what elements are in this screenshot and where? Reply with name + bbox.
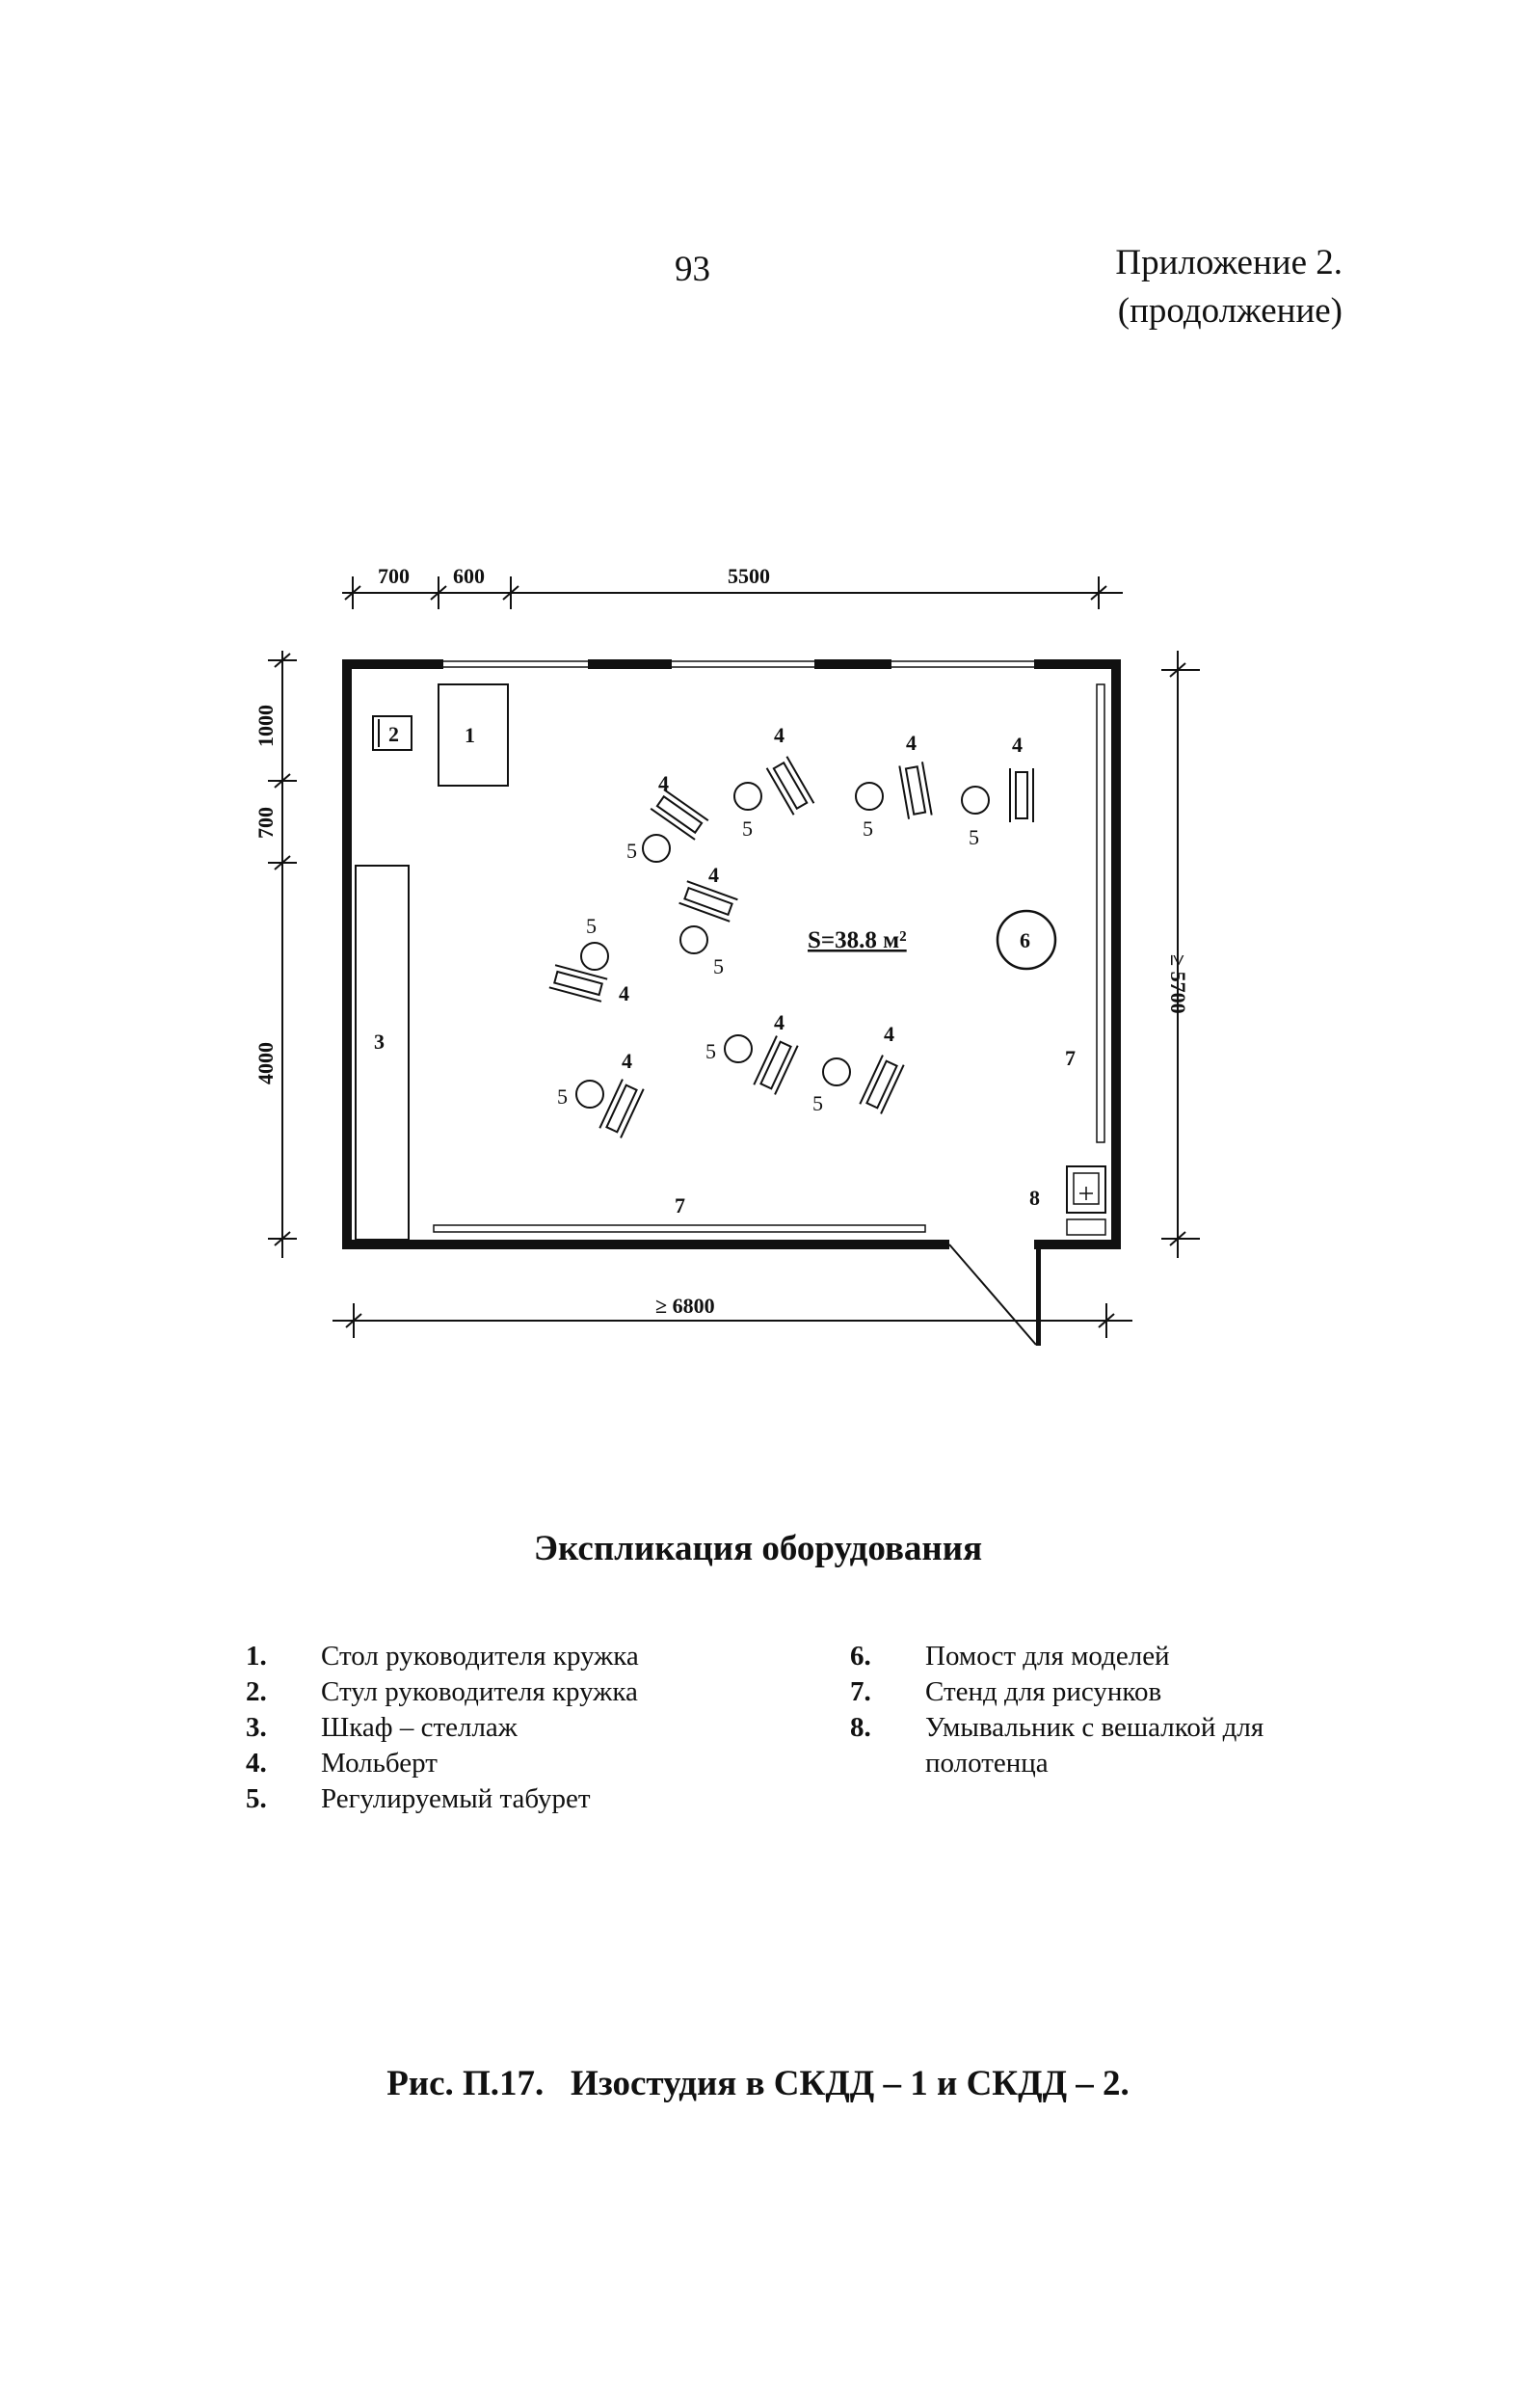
dimension-top	[342, 576, 1123, 609]
label-easel: 4	[619, 981, 629, 1005]
legend-left-column: 1.Стол руководителя кружка 2.Стул руково…	[246, 1639, 639, 1817]
label-easel: 4	[708, 863, 719, 887]
label-stand-bottom: 7	[675, 1193, 685, 1217]
stool	[575, 782, 990, 1109]
legend-item: 6.Помост для моделей	[850, 1641, 1170, 1672]
legend-item: 7.Стенд для рисунков	[850, 1676, 1162, 1707]
windows	[443, 660, 1034, 668]
sink	[1066, 1165, 1106, 1214]
label-stool: 5	[969, 825, 979, 849]
label-podium: 6	[1020, 928, 1030, 952]
legend-right-column: 6.Помост для моделей 7.Стенд для рисунко…	[850, 1639, 1378, 1781]
label-cabinet: 3	[374, 1030, 385, 1054]
appendix-line-1: Приложение 2.	[1115, 243, 1343, 282]
floor-plan: 700 600 5500 1000 700 4000 ≥ 5700 ≥ 6800	[253, 564, 1200, 1346]
label-stool: 5	[557, 1084, 568, 1109]
label-easel: 4	[884, 1022, 894, 1046]
area-label: S=38.8 м²	[808, 927, 907, 953]
label-stool: 5	[705, 1039, 716, 1063]
label-stool: 5	[626, 839, 637, 863]
label-sink: 8	[1029, 1186, 1040, 1210]
podium	[996, 909, 1057, 971]
label-desk: 1	[465, 723, 475, 747]
label-easel: 4	[658, 771, 669, 795]
label-easel: 4	[774, 1010, 785, 1034]
stool-labels: 5 5 5 5 5 5 5 5 5	[557, 816, 979, 1115]
dim-top-600: 600	[453, 564, 485, 588]
label-easel: 4	[622, 1049, 632, 1073]
legend-title: Экспликация оборудования	[533, 1529, 983, 1568]
label-stand-right: 7	[1065, 1046, 1076, 1070]
legend-item: 8.Умывальник с вешалкой для полотенца	[850, 1712, 1264, 1779]
label-stool: 5	[586, 914, 597, 938]
dimension-bottom	[332, 1303, 1132, 1338]
legend-item: 4.Мольберт	[246, 1748, 438, 1779]
easel	[548, 756, 1034, 1138]
easel-labels: 4 4 4 4 4 4 4 4 4	[619, 723, 1023, 1073]
dim-left-700: 700	[253, 807, 278, 839]
dim-left-4000: 4000	[253, 1042, 278, 1084]
label-easel: 4	[1012, 733, 1023, 757]
desk	[438, 683, 509, 787]
label-stool: 5	[742, 816, 753, 841]
label-stool: 5	[812, 1091, 823, 1115]
dimension-right	[1161, 651, 1200, 1258]
stand-bottom	[433, 1224, 926, 1233]
legend-item: 2.Стул руководителя кружка	[246, 1676, 638, 1707]
label-easel: 4	[774, 723, 785, 747]
dim-bottom-6800: ≥ 6800	[655, 1294, 715, 1318]
figure-caption: Рис. П.17. Изостудия в СКДД – 1 и СКДД –…	[386, 2064, 1130, 2103]
dim-left-1000: 1000	[253, 705, 278, 747]
label-chair: 2	[388, 722, 399, 746]
room-walls	[342, 659, 1121, 1346]
legend-item: 1.Стол руководителя кружка	[246, 1641, 639, 1672]
label-easel: 4	[906, 731, 917, 755]
door-leaf	[948, 1244, 1037, 1346]
dim-top-5500: 5500	[728, 564, 770, 588]
legend-item: 3.Шкаф – стеллаж	[246, 1712, 518, 1743]
dim-top-700: 700	[378, 564, 410, 588]
stand-right	[1096, 683, 1105, 1143]
appendix-label: Приложение 2. (продолжение)	[1115, 239, 1343, 335]
dim-right-5700: ≥ 5700	[1166, 954, 1190, 1014]
chair	[372, 715, 412, 751]
cabinet	[355, 865, 410, 1241]
appendix-line-2: (продолжение)	[1117, 291, 1343, 331]
dimension-left	[268, 651, 297, 1258]
legend-item: 5.Регулируемый табурет	[246, 1783, 591, 1814]
label-stool: 5	[713, 954, 724, 978]
page-number: 93	[675, 250, 710, 289]
label-stool: 5	[863, 816, 873, 841]
